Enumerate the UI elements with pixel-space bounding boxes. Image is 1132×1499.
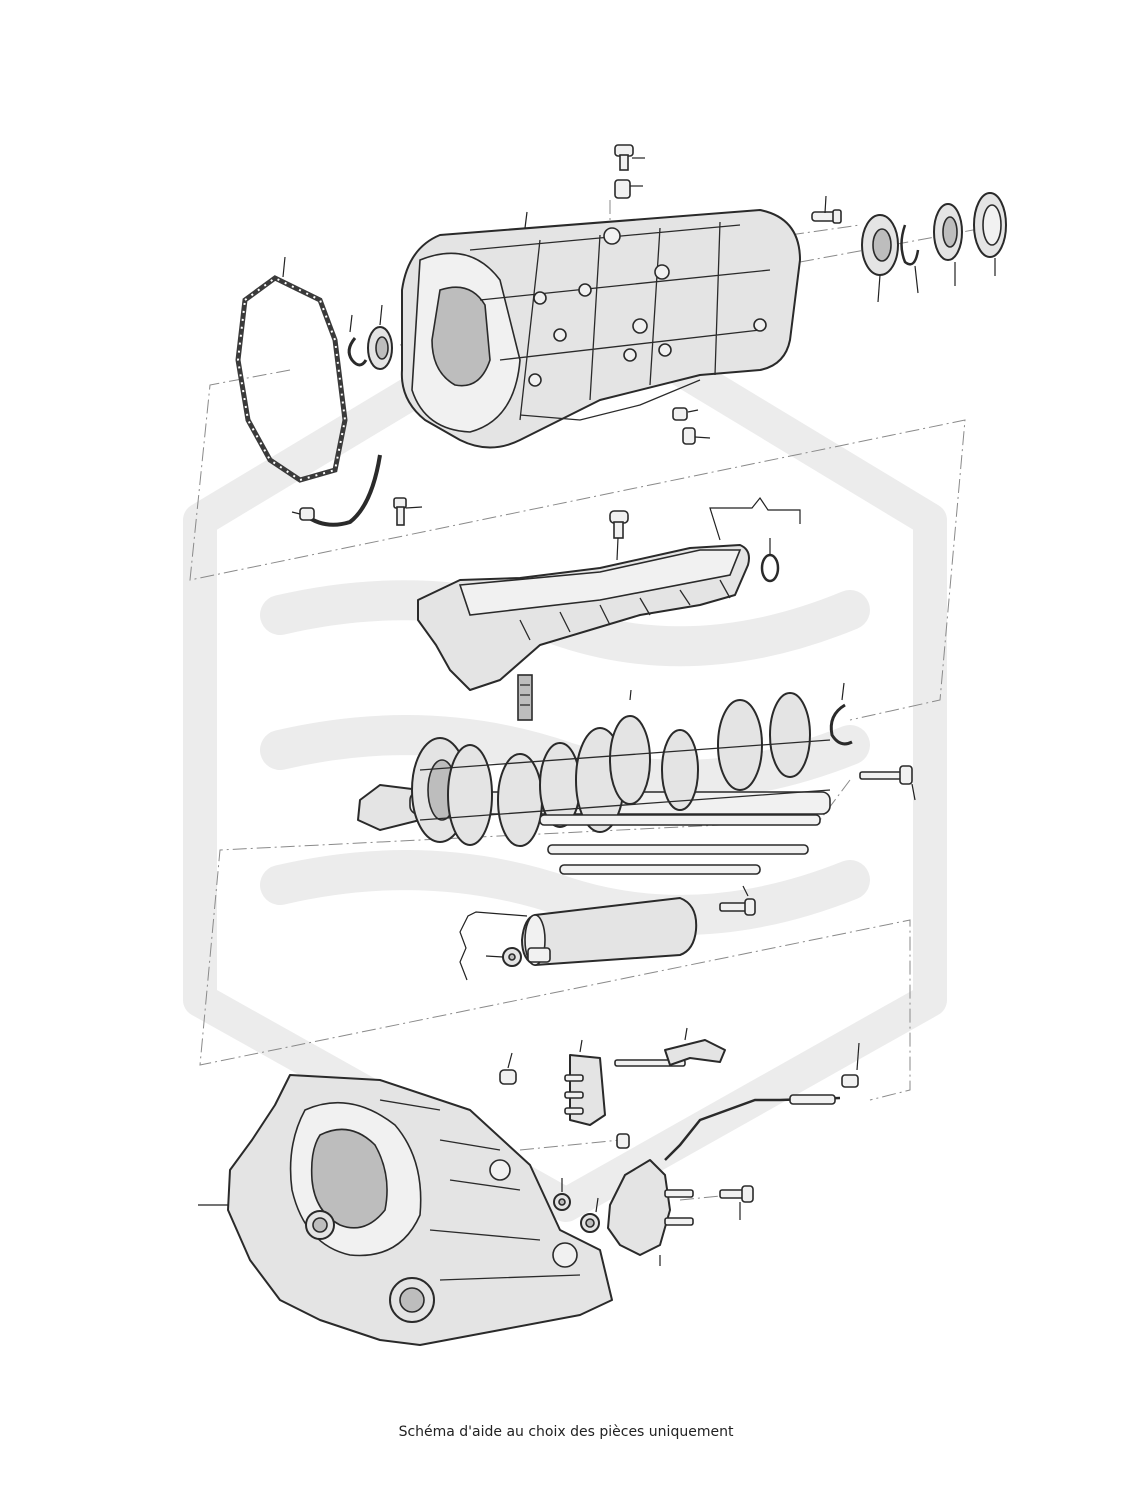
spring-pin[interactable] bbox=[616, 1133, 630, 1149]
shaft-bearing[interactable] bbox=[367, 326, 393, 370]
selector-o-ring[interactable] bbox=[760, 553, 780, 583]
drain-plug[interactable] bbox=[811, 209, 842, 224]
long-bolt[interactable] bbox=[859, 765, 913, 785]
selector-housing[interactable] bbox=[417, 544, 750, 721]
leader-lines bbox=[198, 157, 996, 1266]
rear-bearing-race[interactable] bbox=[933, 203, 963, 261]
housing-gasket[interactable] bbox=[235, 275, 348, 483]
shift-module[interactable] bbox=[607, 1159, 694, 1256]
dowel-sleeve[interactable] bbox=[614, 179, 631, 199]
bearing-circlip[interactable] bbox=[347, 337, 368, 367]
gear-shaft-assembly[interactable] bbox=[357, 692, 831, 875]
transmission-housing[interactable] bbox=[400, 209, 801, 449]
cylinder-bolt[interactable] bbox=[719, 898, 756, 916]
diagram-caption: Schéma d'aide au choix des pièces unique… bbox=[398, 1424, 734, 1440]
seal-washer[interactable] bbox=[553, 1193, 571, 1211]
shift-lever-rod[interactable] bbox=[614, 1039, 726, 1067]
rear-circlip[interactable] bbox=[900, 224, 920, 266]
cylinder-nut[interactable] bbox=[502, 947, 522, 967]
gear-sensor-wire[interactable] bbox=[664, 1094, 841, 1161]
rear-seal-ring[interactable] bbox=[973, 192, 1007, 258]
pipe-bolt[interactable] bbox=[393, 497, 407, 526]
breather-pipe[interactable] bbox=[299, 454, 382, 527]
rear-bearing[interactable] bbox=[861, 214, 899, 276]
module-bolt[interactable] bbox=[719, 1185, 754, 1203]
sensor-bolts-upper[interactable] bbox=[672, 407, 696, 445]
sensor-bolt[interactable] bbox=[841, 1074, 859, 1088]
clutch-housing-nut[interactable] bbox=[499, 1069, 517, 1085]
shaft-circlip[interactable] bbox=[829, 703, 853, 746]
selector-bolt[interactable] bbox=[609, 510, 629, 539]
clutch-housing[interactable] bbox=[227, 1074, 613, 1346]
shift-bracket[interactable] bbox=[564, 1054, 606, 1126]
housing-bolt[interactable] bbox=[614, 144, 634, 171]
cylinder-actuator[interactable] bbox=[521, 897, 698, 966]
seal-washer-2[interactable] bbox=[580, 1213, 600, 1233]
